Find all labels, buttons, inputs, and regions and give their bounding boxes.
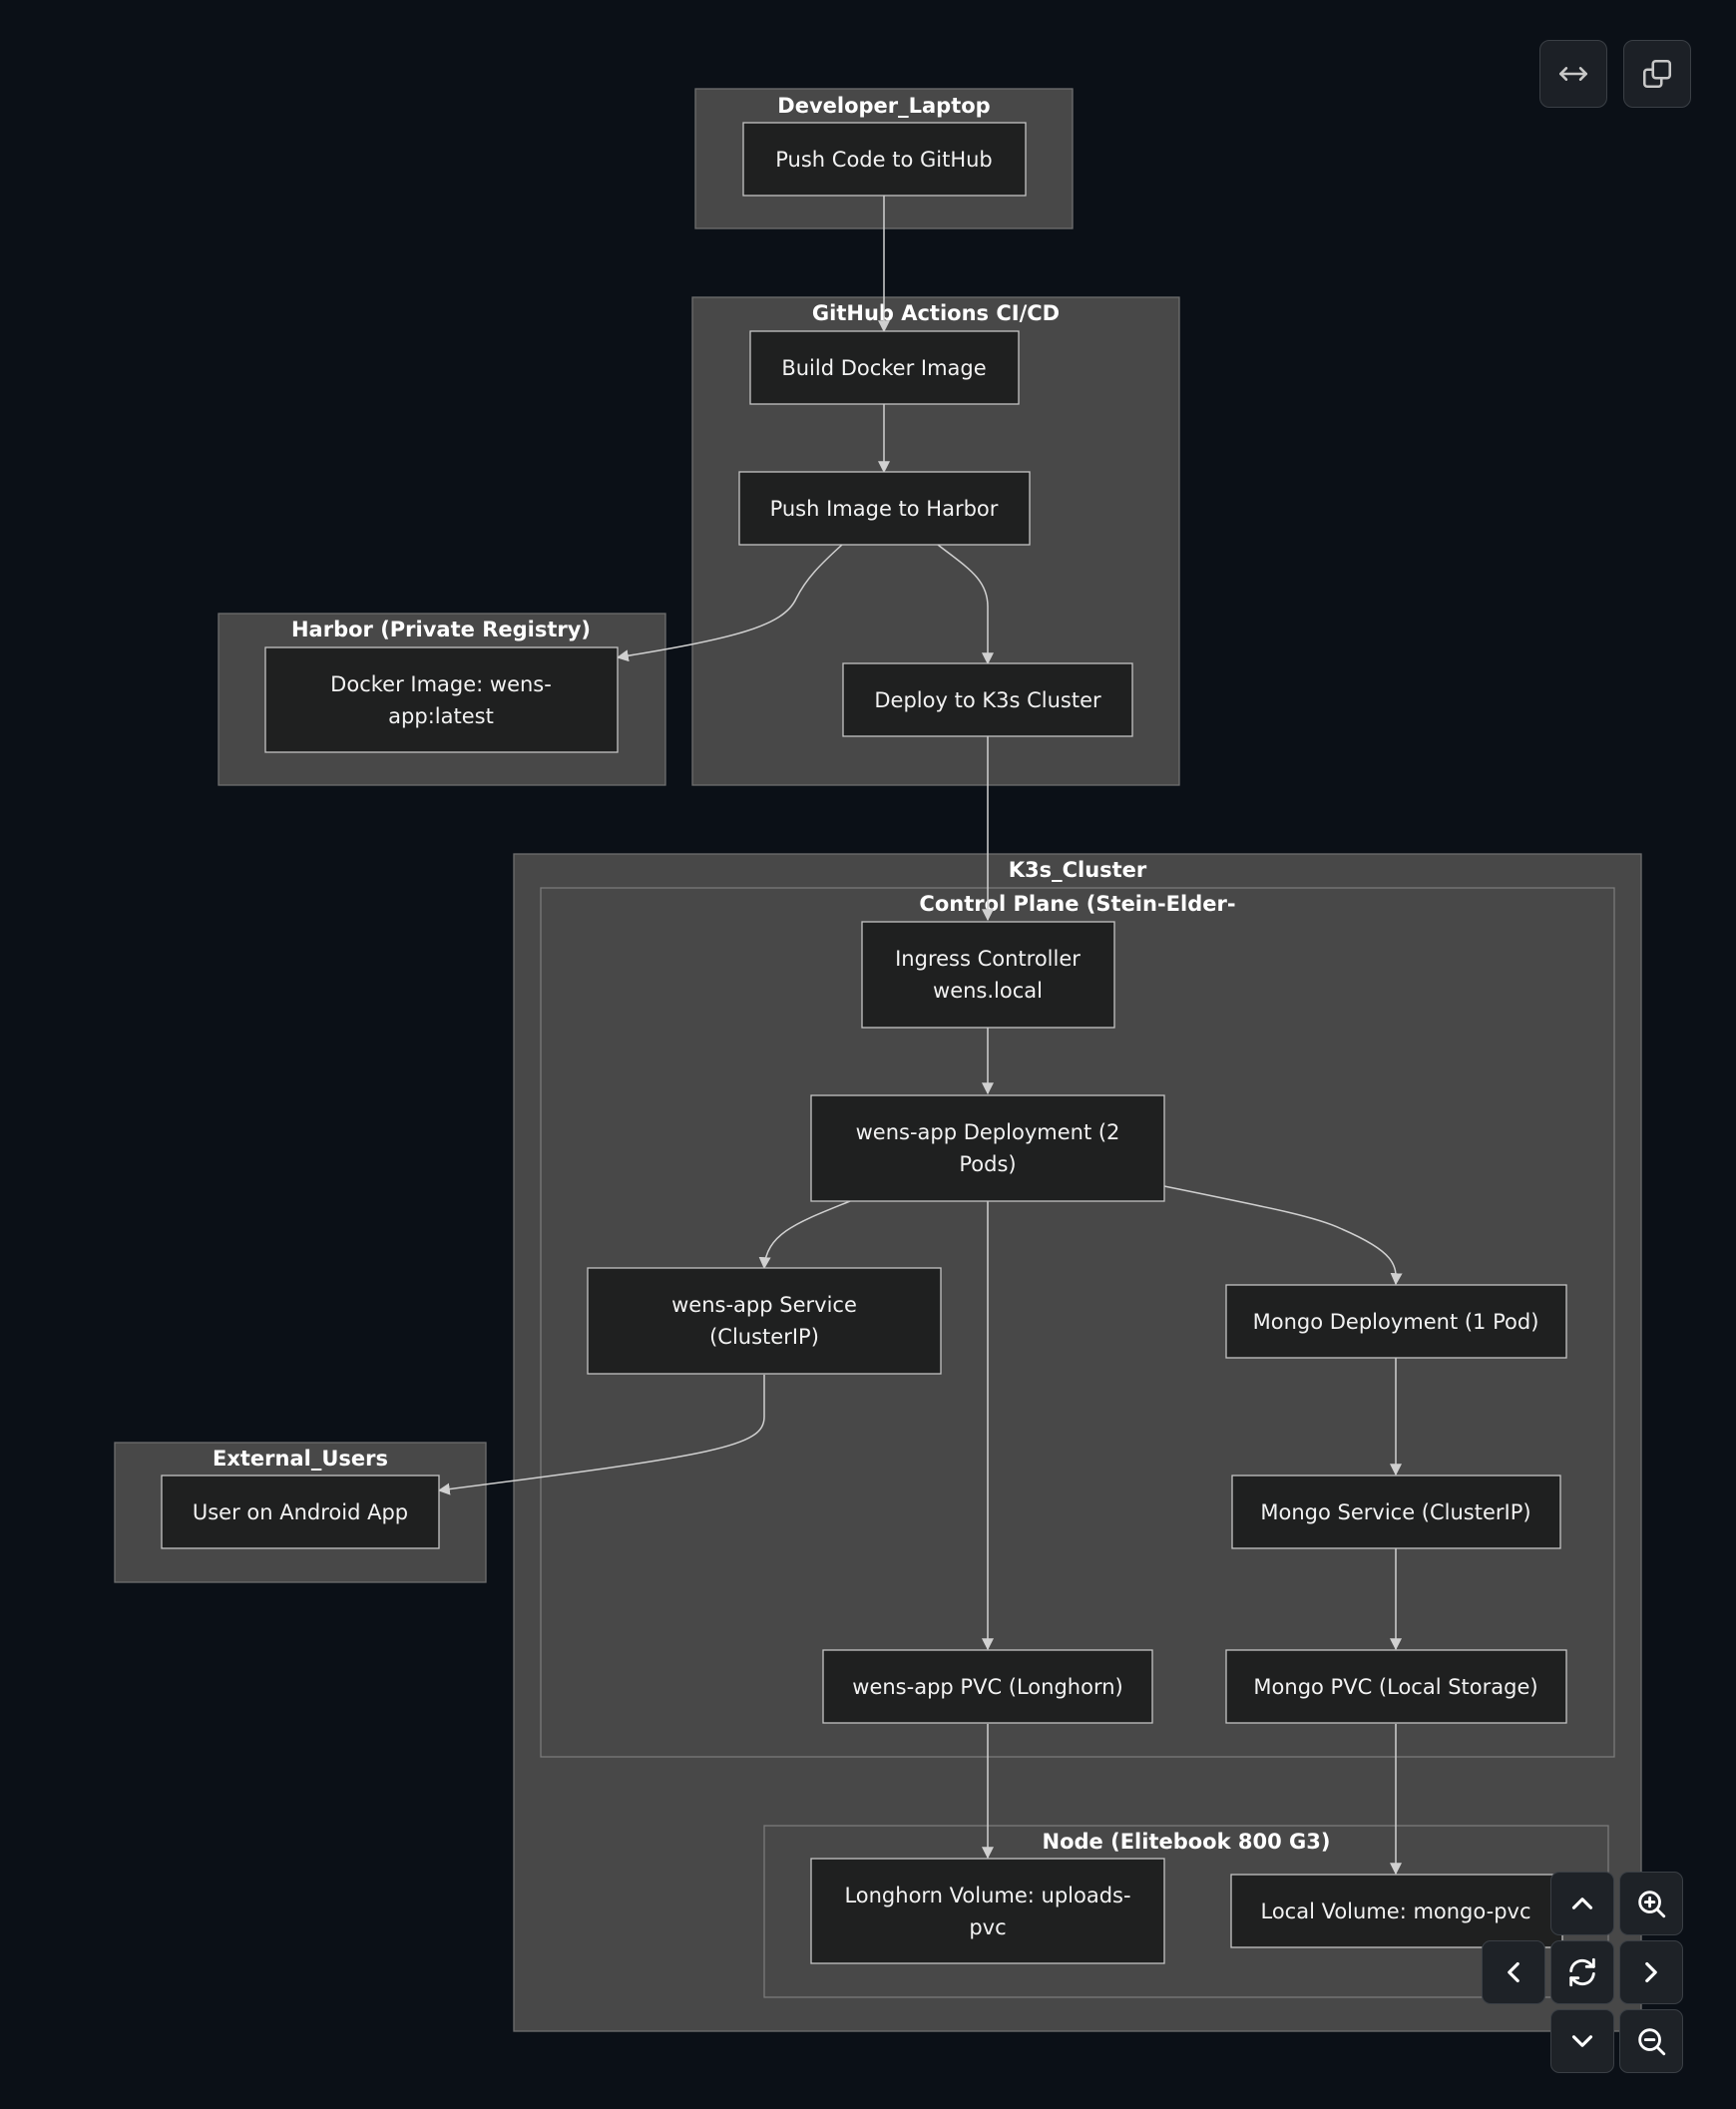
cluster-harbor-title: Harbor (Private Registry) bbox=[291, 618, 591, 641]
fit-width-icon bbox=[1558, 67, 1588, 81]
node-app-deployment-label-line1: wens-app Deployment (2 bbox=[856, 1120, 1120, 1144]
edge-app-service-to-android-user bbox=[437, 1375, 765, 1495]
cluster-developer-laptop-title: Developer_Laptop bbox=[777, 94, 990, 118]
node-build-image[interactable]: Build Docker Image bbox=[749, 330, 1020, 405]
node-docker-image[interactable]: Docker Image: wens- app:latest bbox=[264, 646, 619, 753]
node-mongo-deployment[interactable]: Mongo Deployment (1 Pod) bbox=[1225, 1284, 1567, 1359]
node-ingress-label-line2: wens.local bbox=[933, 979, 1043, 1003]
edge-app-deployment-to-service bbox=[758, 1200, 851, 1270]
zoom-out-icon bbox=[1638, 2028, 1666, 2056]
cluster-external-users-title: External_Users bbox=[213, 1447, 388, 1471]
node-push-image[interactable]: Push Image to Harbor bbox=[738, 471, 1031, 546]
zoom-in-button[interactable] bbox=[1619, 1872, 1683, 1935]
node-ingress[interactable]: Ingress Controller wens.local bbox=[861, 921, 1115, 1029]
node-mongo-deployment-label: Mongo Deployment (1 Pod) bbox=[1253, 1310, 1539, 1334]
chevron-left-icon bbox=[1508, 1961, 1519, 1983]
edges bbox=[437, 196, 1403, 1876]
node-app-pvc-label: wens-app PVC (Longhorn) bbox=[852, 1675, 1122, 1699]
fit-width-button[interactable] bbox=[1539, 40, 1607, 108]
node-android-user-label: User on Android App bbox=[193, 1500, 408, 1524]
node-app-deployment[interactable]: wens-app Deployment (2 Pods) bbox=[810, 1094, 1165, 1202]
node-push-code-label: Push Code to GitHub bbox=[775, 148, 993, 172]
node-docker-image-label-line1: Docker Image: wens- bbox=[330, 672, 552, 696]
node-ingress-label-line1: Ingress Controller bbox=[895, 947, 1081, 971]
edge-push-image-to-deploy bbox=[937, 544, 994, 665]
edge-push-image-to-registry bbox=[616, 544, 843, 662]
node-mongo-service[interactable]: Mongo Service (ClusterIP) bbox=[1231, 1475, 1561, 1549]
node-longhorn-volume[interactable]: Longhorn Volume: uploads- pvc bbox=[810, 1858, 1165, 1964]
node-docker-image-label-line2: app:latest bbox=[388, 704, 494, 728]
node-mongo-pvc[interactable]: Mongo PVC (Local Storage) bbox=[1225, 1649, 1567, 1724]
cluster-github-actions-title: GitHub Actions CI/CD bbox=[812, 301, 1060, 325]
reset-view-button[interactable] bbox=[1550, 1940, 1614, 2004]
zoom-out-button[interactable] bbox=[1619, 2009, 1683, 2073]
node-app-service-label-line2: (ClusterIP) bbox=[709, 1325, 819, 1349]
cluster-control-plane-title: Control Plane (Stein-Elder- bbox=[919, 892, 1235, 916]
node-push-image-label: Push Image to Harbor bbox=[770, 497, 999, 521]
cluster-node-title: Node (Elitebook 800 G3) bbox=[1043, 1830, 1331, 1854]
edge-app-deployment-to-mongo bbox=[1163, 1185, 1403, 1286]
pan-right-button[interactable] bbox=[1619, 1940, 1683, 2004]
cluster-k3s-title: K3s_Cluster bbox=[1009, 858, 1147, 882]
node-longhorn-volume-label-line1: Longhorn Volume: uploads- bbox=[844, 1884, 1130, 1907]
node-app-service[interactable]: wens-app Service (ClusterIP) bbox=[587, 1267, 942, 1375]
node-build-image-label: Build Docker Image bbox=[781, 356, 986, 380]
reset-icon bbox=[1569, 1957, 1595, 1987]
node-mongo-service-label: Mongo Service (ClusterIP) bbox=[1260, 1500, 1530, 1524]
node-deploy-k3s-label: Deploy to K3s Cluster bbox=[874, 688, 1101, 712]
node-app-deployment-label-line2: Pods) bbox=[959, 1152, 1016, 1176]
chevron-up-icon bbox=[1571, 1898, 1593, 1909]
pan-left-button[interactable] bbox=[1482, 1940, 1545, 2004]
chevron-right-icon bbox=[1645, 1961, 1657, 1983]
node-app-service-label-line1: wens-app Service bbox=[671, 1293, 857, 1317]
pan-up-button[interactable] bbox=[1550, 1872, 1614, 1935]
node-deploy-k3s[interactable]: Deploy to K3s Cluster bbox=[842, 662, 1133, 737]
node-android-user[interactable]: User on Android App bbox=[161, 1475, 440, 1549]
node-app-pvc[interactable]: wens-app PVC (Longhorn) bbox=[822, 1649, 1153, 1724]
node-mongo-pvc-label: Mongo PVC (Local Storage) bbox=[1253, 1675, 1537, 1699]
node-local-volume-label: Local Volume: mongo-pvc bbox=[1260, 1899, 1530, 1923]
chevron-down-icon bbox=[1571, 2035, 1593, 2047]
pan-down-button[interactable] bbox=[1550, 2009, 1614, 2073]
copy-icon bbox=[1642, 59, 1672, 89]
node-longhorn-volume-label-line2: pvc bbox=[969, 1915, 1006, 1939]
node-push-code[interactable]: Push Code to GitHub bbox=[742, 122, 1027, 197]
zoom-in-icon bbox=[1638, 1891, 1666, 1918]
node-local-volume[interactable]: Local Volume: mongo-pvc bbox=[1230, 1874, 1563, 1948]
copy-button[interactable] bbox=[1623, 40, 1691, 108]
